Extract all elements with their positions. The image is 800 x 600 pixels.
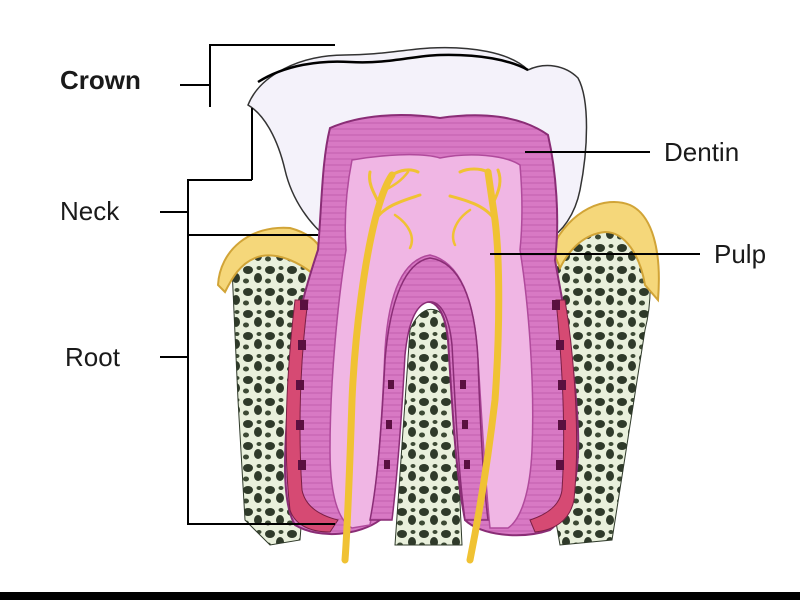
label-dentin: Dentin: [664, 139, 739, 165]
label-pulp: Pulp: [714, 241, 766, 267]
label-crown: Crown: [60, 67, 141, 93]
label-root: Root: [65, 344, 120, 370]
bottom-border-bar: [0, 592, 800, 600]
label-neck: Neck: [60, 198, 119, 224]
